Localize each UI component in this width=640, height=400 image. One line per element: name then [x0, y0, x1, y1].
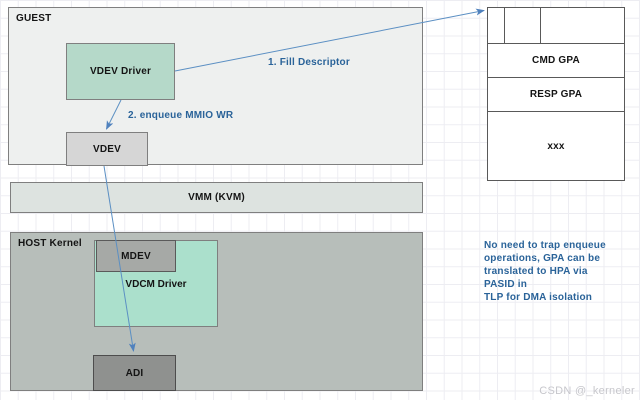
- descriptor-row-xxx: xxx: [547, 141, 565, 152]
- descriptor-header-cell: [488, 8, 505, 43]
- vdcm-driver-label: VDCM Driver: [125, 279, 187, 290]
- descriptor-table-header-row: [488, 8, 624, 44]
- note-line: translated to HPA via PASID in: [484, 266, 588, 290]
- note-line: No need to trap enqueue: [484, 240, 606, 251]
- adi-box: ADI: [93, 355, 176, 391]
- csdn-watermark: CSDN @_kerneler: [539, 385, 635, 397]
- descriptor-row-cmd-gpa: CMD GPA: [488, 44, 624, 78]
- descriptor-table: CMD GPA RESP GPA xxx: [487, 7, 625, 181]
- descriptor-row-resp-gpa: RESP GPA: [488, 78, 624, 112]
- vmm-kvm-bar: VMM (KVM): [10, 182, 423, 213]
- mdev-box: MDEV: [96, 240, 176, 272]
- fill-descriptor-arrow-label: 1. Fill Descriptor: [268, 57, 350, 68]
- host-kernel-label: HOST Kernel: [18, 238, 82, 249]
- descriptor-header-cell: [541, 8, 624, 43]
- guest-label: GUEST: [16, 13, 52, 24]
- mdev-label: MDEV: [121, 250, 151, 262]
- vdev-label: VDEV: [92, 143, 122, 155]
- vdev-driver-label: VDEV Driver: [89, 66, 152, 77]
- enqueue-mmio-arrow-label: 2. enqueue MMIO WR: [128, 110, 234, 121]
- adi-label: ADI: [125, 367, 144, 379]
- vdev-box: VDEV: [66, 132, 148, 166]
- note-annotation: No need to trap enqueue operations, GPA …: [484, 239, 614, 304]
- note-line: TLP for DMA isolation: [484, 292, 593, 303]
- note-line: operations, GPA can be: [484, 253, 601, 264]
- vdev-driver-box: VDEV Driver: [66, 43, 175, 100]
- vmm-kvm-label: VMM (KVM): [188, 192, 245, 203]
- descriptor-header-cell: [505, 8, 541, 43]
